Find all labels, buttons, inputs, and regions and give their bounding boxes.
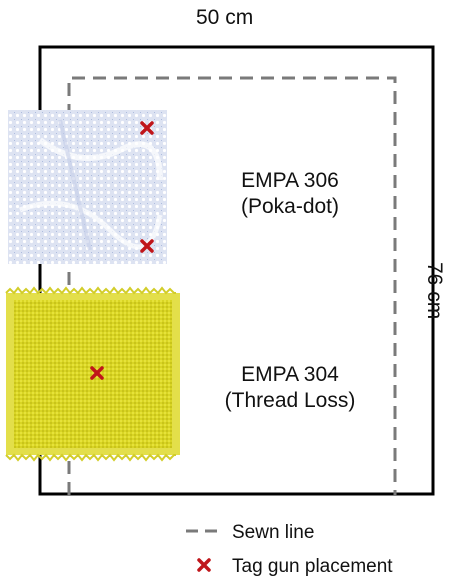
sewn-line: [67, 76, 397, 495]
fabric-empa-304: [5, 286, 180, 462]
sample-subtitle: (Poka-dot): [240, 195, 340, 218]
tag-gun-mark: [140, 239, 154, 253]
sample-label-empa-304: EMPA 304 (Thread Loss): [190, 362, 390, 414]
height-dimension-label: 76 cm: [423, 262, 446, 320]
width-dimension-label: 50 cm: [196, 6, 254, 29]
legend-tag-gun-icon: [197, 558, 211, 572]
fabric-empa-306: [8, 110, 167, 264]
sample-subtitle: (Thread Loss): [224, 389, 356, 412]
panel-outline: [38, 45, 435, 496]
sample-name: EMPA 304: [241, 363, 339, 386]
legend-sewn-line-label: Sewn line: [232, 522, 315, 543]
tag-gun-mark: [140, 121, 154, 135]
sample-name: EMPA 306: [241, 169, 339, 192]
sample-label-empa-306: EMPA 306 (Poka-dot): [190, 168, 390, 220]
legend-tag-gun-label: Tag gun placement: [232, 556, 393, 577]
tag-gun-mark: [90, 366, 104, 380]
